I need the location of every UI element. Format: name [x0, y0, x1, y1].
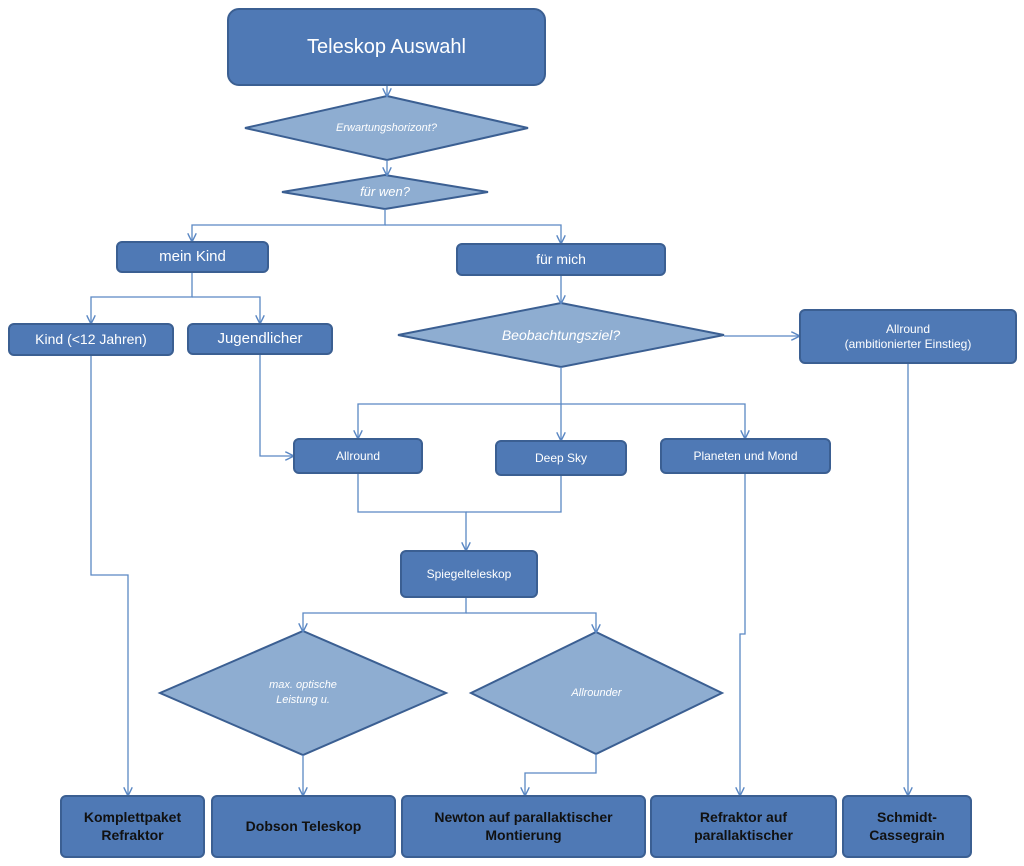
- connector-mirror-maxperf: [303, 598, 467, 631]
- result-schmidt-cassegrain: Schmidt- Cassegrain: [842, 795, 972, 858]
- connector-goal-allround: [358, 367, 562, 438]
- result-refractor-parallactic: Refraktor auf parallaktischer: [650, 795, 837, 858]
- decision-for-whom: für wen?: [360, 184, 410, 200]
- result-complete-refractor: Komplettpaket Refraktor: [60, 795, 205, 858]
- group-allround-ambitious: Allround (ambitionierter Einstieg): [799, 309, 1017, 364]
- title-box: Teleskop Auswahl: [227, 8, 546, 86]
- connector-mykind-child: [91, 273, 193, 323]
- connector-deepsky-mirror: [466, 476, 562, 513]
- connector-allrounder-newton: [525, 754, 597, 795]
- group-my-child: mein Kind: [116, 241, 269, 273]
- group-mirror-telescope: Spiegelteleskop: [400, 550, 538, 598]
- group-for-me: für mich: [456, 243, 666, 276]
- connector-goal-planets: [561, 403, 745, 438]
- connector-mirror-allrounder: [466, 612, 596, 632]
- group-deep-sky: Deep Sky: [495, 440, 627, 476]
- title-text: Teleskop Auswahl: [307, 35, 466, 58]
- connector-forwhom-forme: [385, 224, 561, 243]
- decision-allrounder: Allrounder: [571, 686, 622, 699]
- connector-forwhom-mykind: [192, 209, 386, 241]
- connector-allround-mirror: [357, 474, 466, 550]
- result-dobson: Dobson Teleskop: [211, 795, 396, 858]
- group-planets-moon: Planeten und Mond: [660, 438, 831, 474]
- result-newton: Newton auf parallaktischer Montierung: [401, 795, 646, 858]
- connector-teen-allround: [259, 355, 293, 456]
- group-teenager: Jugendlicher: [187, 323, 333, 355]
- decision-expectation: Erwartungshorizont?: [336, 121, 437, 134]
- decision-observation-goal: Beobachtungsziel?: [501, 326, 621, 343]
- connector-child-complete: [90, 356, 128, 795]
- group-allround: Allround: [293, 438, 423, 474]
- connector-planets-refractor: [740, 474, 746, 795]
- connector-mykind-teen: [192, 296, 260, 323]
- decision-max-performance: max. optische Leistung u.: [269, 679, 337, 706]
- group-child-under-12: Kind (<12 Jahren): [8, 323, 174, 356]
